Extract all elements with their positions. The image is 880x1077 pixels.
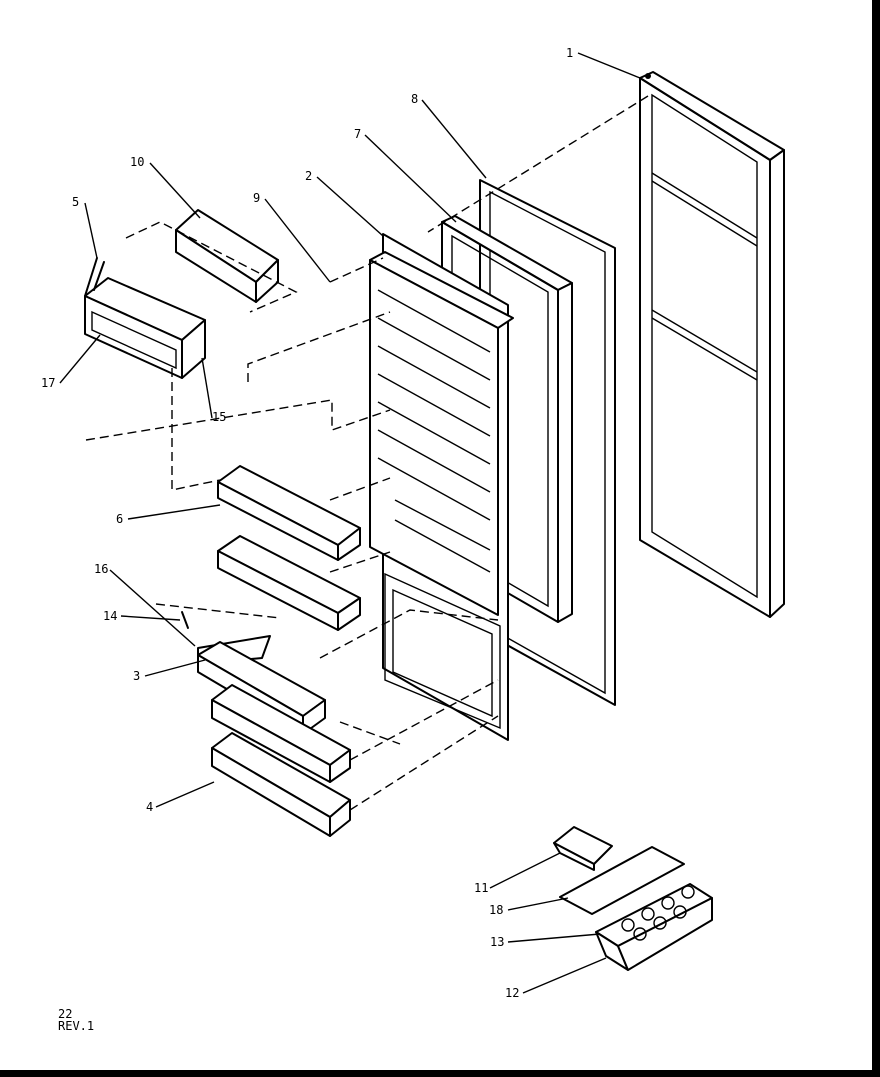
dairy-compartment <box>84 257 206 379</box>
callout-18: 18 <box>489 903 503 917</box>
liner-shelf-ribs <box>377 289 491 573</box>
callout-1: 1 <box>566 46 573 60</box>
callout-10: 10 <box>130 155 144 169</box>
ice-scoop <box>553 826 613 871</box>
door-liner <box>369 233 514 741</box>
assembly-guide-lines <box>85 95 649 811</box>
upper-door-bin <box>217 465 361 561</box>
callout-5: 5 <box>72 195 79 209</box>
callout-15: 15 <box>212 410 226 424</box>
callout-6: 6 <box>116 512 123 526</box>
callout-8: 8 <box>411 92 418 106</box>
revision-label: REV.1 <box>58 1019 95 1033</box>
callout-2: 2 <box>305 169 312 183</box>
callout-7: 7 <box>354 127 361 141</box>
callout-labels: 1 2 3 4 5 6 7 8 9 10 11 12 13 14 15 16 1… <box>41 46 573 1000</box>
middle-door-bin <box>217 535 361 631</box>
dairy-door <box>175 209 279 303</box>
leader-lines <box>59 52 641 994</box>
callout-4: 4 <box>146 800 153 814</box>
page-number: 22 <box>58 1007 73 1021</box>
callout-9: 9 <box>253 191 260 205</box>
scan-border-right <box>872 0 880 1077</box>
outer-door-panel <box>639 71 785 618</box>
ice-cube-tray <box>595 883 713 971</box>
drawing-footer: 22 REV.1 <box>58 1008 94 1032</box>
callout-12: 12 <box>505 986 519 1000</box>
callout-3: 3 <box>133 669 140 683</box>
ice-tray-cover <box>559 846 685 915</box>
lower-door-bin-b <box>211 732 351 837</box>
scan-border-bottom <box>0 1070 880 1077</box>
lower-door-bin-a <box>211 684 351 783</box>
callout-11: 11 <box>474 881 488 895</box>
callout-16: 16 <box>94 562 108 576</box>
callout-17: 17 <box>41 376 55 390</box>
callout-13: 13 <box>490 935 504 949</box>
callout-14: 14 <box>103 609 117 623</box>
